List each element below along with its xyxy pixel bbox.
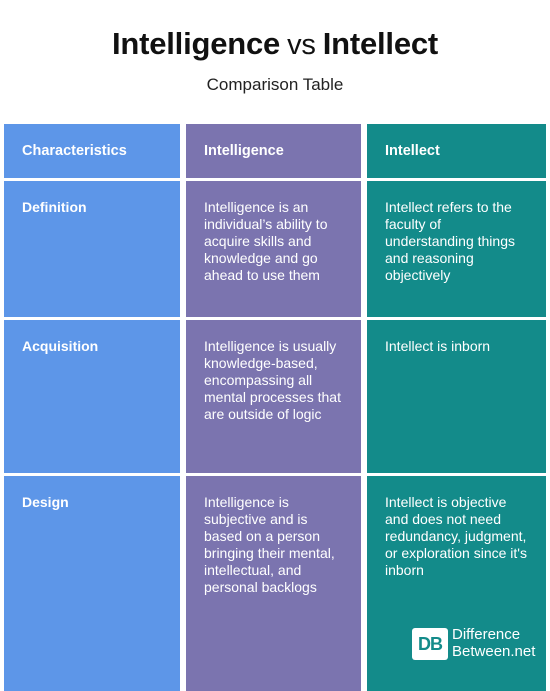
cell-intelligence-definition: Intelligence is an individual’s ability …: [186, 181, 361, 317]
cell-intellect-definition: Intellect refers to the faculty of under…: [367, 181, 546, 317]
row-label-acquisition: Acquisition: [4, 320, 180, 473]
logo-line-2: Between.net: [452, 643, 536, 660]
page-subtitle: Comparison Table: [206, 75, 344, 94]
differencebetween-logo[interactable]: DB Difference Between.net: [412, 626, 540, 662]
title-right: Intellect: [322, 26, 439, 61]
title-left: Intelligence: [111, 26, 281, 61]
cell-intelligence-design: Intelligence is subjective and is based …: [186, 476, 361, 691]
column-header-intelligence: Intelligence: [186, 124, 361, 178]
title-vs: vs: [287, 29, 316, 61]
db-badge-icon: DB: [412, 628, 448, 660]
cell-intellect-design: Intellect is objective and does not need…: [367, 476, 546, 691]
column-header-intellect: Intellect: [367, 124, 546, 178]
row-label-definition: Definition: [4, 181, 180, 317]
cell-intelligence-acquisition: Intelligence is usually knowledge-based,…: [186, 320, 361, 473]
cell-intellect-acquisition: Intellect is inborn: [367, 320, 546, 473]
logo-wordmark: Difference Between.net: [452, 626, 535, 660]
row-label-design: Design: [4, 476, 180, 691]
column-header-characteristics: Characteristics: [4, 124, 180, 178]
logo-line-1: Difference: [452, 626, 521, 643]
